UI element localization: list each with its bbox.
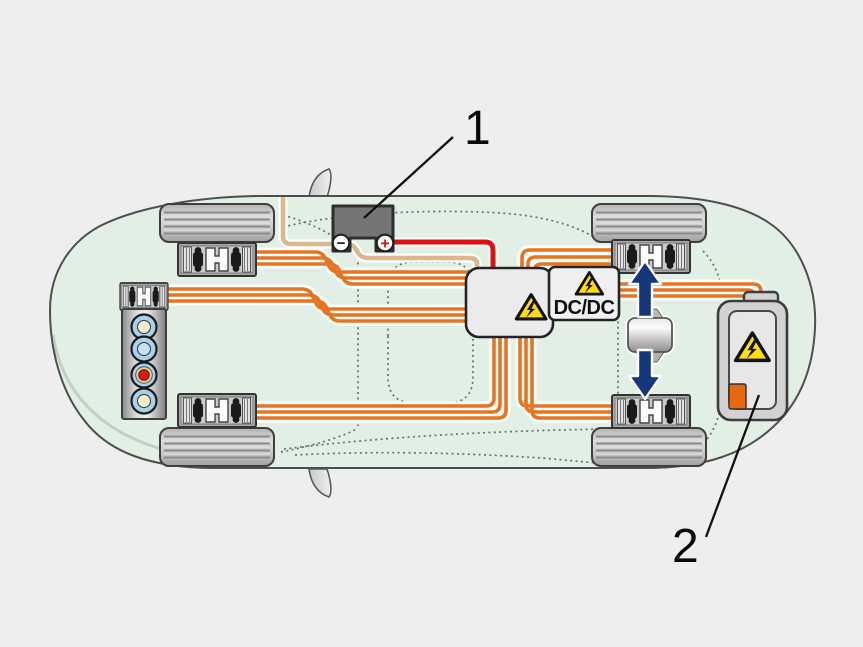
callout-2-pointer-line (704, 394, 761, 538)
wheel-hub-rear-left (611, 394, 691, 429)
fan-indicator-4 (130, 387, 158, 415)
positive-cable-red (389, 237, 498, 269)
tire-front-left (159, 427, 275, 467)
hv-battery-connector (728, 383, 747, 410)
battery-minus-terminal (331, 233, 351, 253)
drive-arrow-up (627, 259, 663, 319)
power-electronics-module (464, 266, 555, 339)
ground-cable-tan (278, 197, 482, 269)
fan-indicator-1 (130, 313, 158, 341)
tire-rear-left (591, 427, 707, 467)
dcdc-label: DC/DC (554, 297, 615, 319)
battery-plus-terminal (375, 233, 395, 253)
minus-sign: − (337, 235, 346, 252)
front-cooling-unit (119, 282, 169, 420)
wheel-hub-front-left (177, 393, 257, 428)
tire-front-right (159, 203, 275, 243)
hv-cables-front-right-wheel (254, 247, 468, 289)
fan-indicator-3 (130, 361, 158, 389)
side-mirror-top (308, 168, 332, 198)
dcdc-converter: DC/DC (547, 265, 621, 322)
callout-2-label: 2 (672, 520, 699, 573)
hv-cables-front-left-wheel (254, 336, 511, 423)
twelve-volt-battery: − + (331, 204, 395, 253)
front-body-shading (51, 334, 166, 452)
hv-cables-front-unit (164, 284, 468, 326)
high-voltage-battery (716, 290, 789, 422)
side-mirror-bottom (308, 468, 332, 498)
fan-indicator-2 (130, 335, 158, 363)
hv-cables-rear-left-wheel (515, 336, 614, 423)
tire-rear-right (591, 203, 707, 243)
callout-1-label: 1 (464, 102, 491, 155)
front-unit-hub (119, 282, 169, 311)
callout-1-pointer-line (363, 136, 454, 219)
drive-arrow-down (627, 348, 663, 401)
wheel-hub-front-right (177, 242, 257, 277)
plus-sign: + (380, 236, 389, 253)
